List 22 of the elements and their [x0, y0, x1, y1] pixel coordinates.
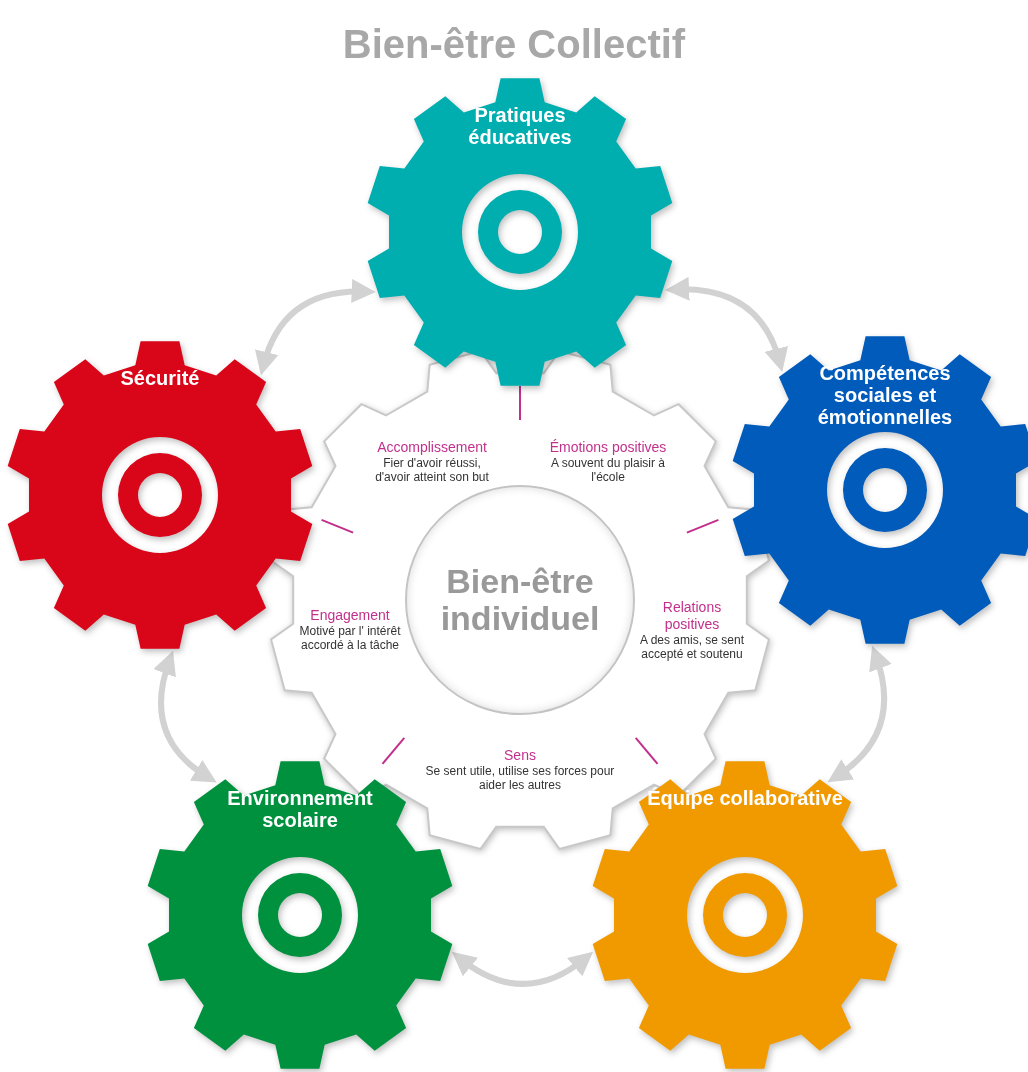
- center-title: Bien-être individuel: [439, 562, 601, 638]
- diagram-title: Bien-être Collectif: [341, 22, 687, 67]
- segment-heading: Engagement: [309, 607, 391, 624]
- double-arrow: [827, 645, 892, 783]
- double-arrow: [451, 952, 594, 987]
- segment-text: Se sent utile, utilise ses forces pour aider les autres: [425, 764, 615, 793]
- double-arrow: [255, 279, 376, 376]
- double-arrow: [665, 277, 788, 372]
- segment-text: A des amis, se sent accepté et soutenu: [638, 632, 746, 662]
- gear-label: Environnement scolaire: [226, 787, 374, 831]
- segment-heading: Sens: [503, 747, 537, 764]
- gear-label: Sécurité: [119, 367, 201, 389]
- segment-text: Motivé par l' intérêt accordé à la tâche: [298, 624, 402, 653]
- gear-label: Compétences sociales et émotionnelles: [816, 362, 954, 428]
- gear-label: Équipe collaborative: [646, 787, 844, 809]
- segment-text: A souvent du plaisir à l'école: [549, 456, 667, 485]
- double-arrow: [153, 650, 217, 783]
- segment-heading: Accomplissement: [376, 439, 488, 456]
- segment-heading: Relations positives: [661, 598, 723, 633]
- segment-heading: Émotions positives: [548, 439, 668, 456]
- segment-text: Fier d'avoir réussi, d'avoir atteint son but: [374, 456, 490, 485]
- gear-label: Pratiques éducatives: [467, 104, 573, 148]
